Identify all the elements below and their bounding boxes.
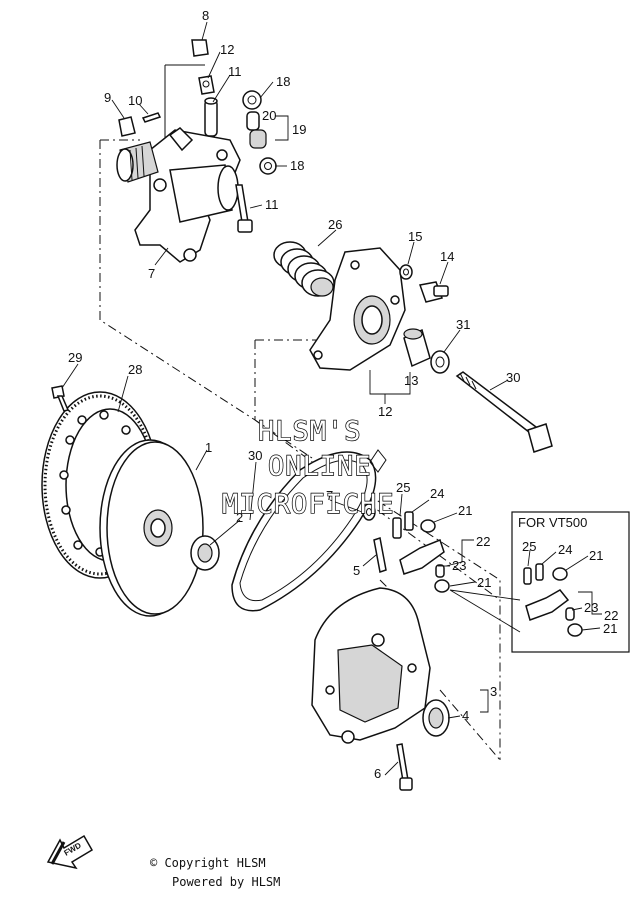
collar-ring-part	[190, 535, 220, 571]
inset-callout-label: 23	[584, 600, 598, 615]
callout-label: 7	[326, 488, 333, 503]
callout-label: 21	[477, 575, 491, 590]
watermark-line3: MICROFICHE	[222, 489, 395, 520]
callout-label: 2	[236, 510, 243, 525]
inset-callout-label: 24	[558, 542, 572, 557]
long-pin-part	[373, 537, 387, 573]
callout-label: 28	[128, 362, 142, 377]
washer-large-part	[430, 350, 450, 374]
callout-label: 9	[104, 90, 111, 105]
roller-weights-part	[392, 511, 450, 593]
driven-pulley-part	[311, 587, 431, 744]
fwd-arrow-icon: FWD	[46, 834, 94, 870]
callout-label: 26	[328, 217, 342, 232]
callout-label: 4	[462, 708, 469, 723]
callout-label: 6	[374, 766, 381, 781]
callout-label: 11	[265, 197, 279, 212]
inset-callout-label: 21	[603, 621, 617, 636]
inset-callout-label: 25	[522, 539, 536, 554]
callout-label: 14	[440, 249, 454, 264]
drive-face-part	[99, 439, 204, 617]
spring-part	[273, 241, 335, 297]
callout-label: 18	[290, 158, 304, 173]
small-bolt-part	[51, 385, 70, 412]
pin-part	[141, 112, 162, 123]
nut-part	[198, 75, 215, 95]
washer-part	[399, 264, 413, 280]
watermark-line1: HLSM'S	[258, 416, 362, 447]
inset-title: FOR VT500	[518, 515, 587, 530]
callout-label: 22	[476, 534, 490, 549]
bolt-part	[235, 184, 253, 233]
inset-callout-label: 22	[604, 608, 618, 623]
callout-label: 13	[404, 373, 418, 388]
callout-label: 11	[228, 64, 242, 79]
drive-belt-part	[231, 449, 387, 612]
callout-label: 21	[458, 503, 472, 518]
callout-label: 7	[148, 266, 155, 281]
callout-label: 29	[68, 350, 82, 365]
callout-label: 20	[262, 108, 276, 123]
inset-callout-label: 21	[589, 548, 603, 563]
fitting-part	[362, 503, 376, 521]
callout-label: 19	[292, 122, 306, 137]
callout-label: 31	[456, 317, 470, 332]
leader-lines	[61, 21, 602, 776]
slider-tab-part	[118, 39, 209, 137]
flange-bolt-part	[419, 281, 449, 303]
callout-label: 5	[353, 563, 360, 578]
collar-part	[204, 97, 218, 137]
callout-label: 12	[378, 404, 392, 419]
callout-label: 25	[396, 480, 410, 495]
long-bolt-part	[455, 371, 553, 453]
copyright-text: © Copyright HLSM	[150, 856, 266, 870]
callout-label: 30	[506, 370, 520, 385]
callout-label: 23	[452, 558, 466, 573]
callout-label: 3	[490, 684, 497, 699]
callout-label: 12	[220, 42, 234, 57]
callout-label: 1	[205, 440, 212, 455]
cover-plate-part	[309, 247, 406, 371]
sleeve-part	[403, 328, 431, 368]
callout-label: 24	[430, 486, 444, 501]
callout-label: 10	[128, 93, 142, 108]
bearing-part	[422, 699, 450, 737]
vt500-inset: FOR VT500	[511, 511, 630, 653]
callout-label: 30	[248, 448, 262, 463]
callout-label: 8	[202, 8, 209, 23]
mount-bolt-part	[396, 743, 413, 791]
callout-label: 18	[276, 74, 290, 89]
watermark: HLSM'S ONLINE MICROFICHE	[221, 415, 395, 520]
callout-label: 15	[408, 229, 422, 244]
callout-numbers: 8 12 11 9 10 18 20 19 18 11 7 26 15 14 3…	[68, 8, 618, 781]
footer: © Copyright HLSM Powered by HLSM	[150, 856, 280, 889]
drive-pulley-face-part	[116, 127, 241, 263]
bushing-set-part	[242, 90, 277, 175]
watermark-line2: ONLINE	[268, 451, 372, 482]
powered-text: Powered by HLSM	[172, 875, 280, 889]
